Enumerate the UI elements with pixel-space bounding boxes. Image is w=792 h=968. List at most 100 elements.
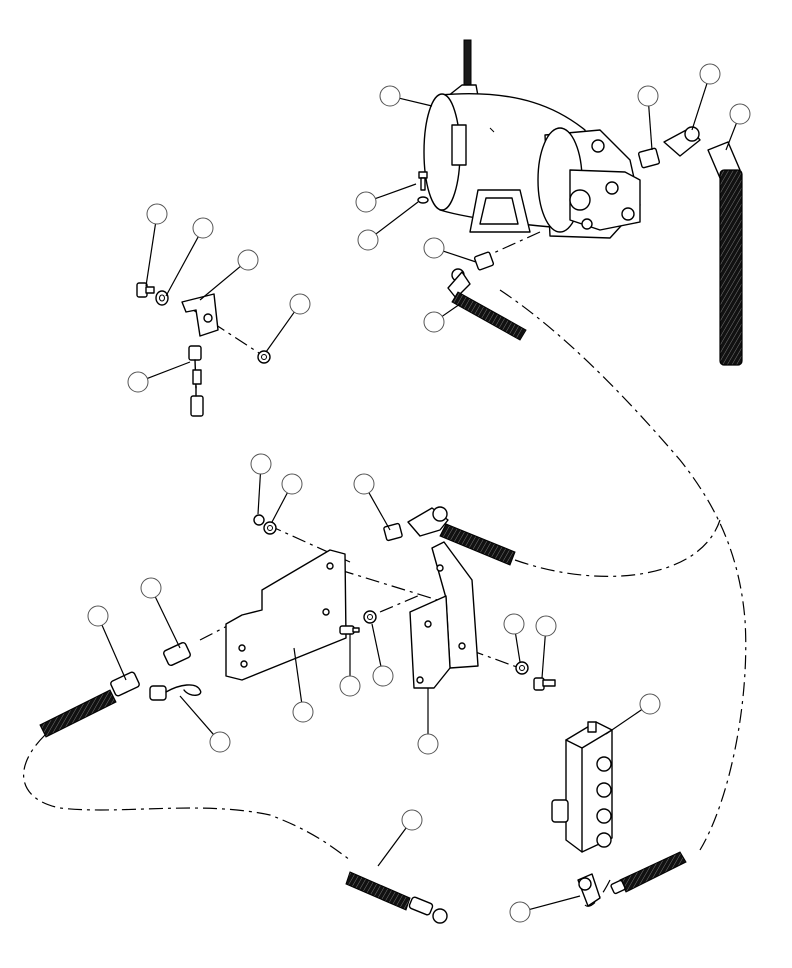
callout-19 [179, 695, 231, 753]
callout-circle [140, 577, 162, 599]
callout-circle [146, 203, 168, 225]
callout-circle [127, 371, 149, 393]
pump-outlet-fitting [637, 147, 661, 169]
callout-leader [529, 895, 581, 911]
callout-circle [729, 103, 751, 125]
callout-24 [503, 613, 525, 663]
callout-circle [289, 293, 311, 315]
callout-circle [292, 701, 314, 723]
manifold-hose [610, 851, 687, 895]
callout-17 [140, 577, 181, 649]
callout-circle [423, 311, 445, 333]
callout-circle [417, 733, 439, 755]
callout-9 [145, 203, 168, 287]
callout-7 [423, 237, 477, 263]
callout-leader [605, 709, 643, 735]
callout-circle [353, 473, 375, 495]
callout-circle [372, 665, 394, 687]
callout-leader [377, 827, 407, 867]
plate-nut [253, 514, 265, 526]
callout-leader [371, 623, 382, 667]
bracket-bolt [533, 677, 556, 691]
callout-leader [101, 624, 127, 681]
mounting-plate [225, 549, 347, 681]
callout-leader [514, 633, 521, 663]
pump-elbow-fitting [663, 126, 701, 157]
callout-leader [154, 596, 181, 649]
sensor-bracket [181, 293, 219, 337]
callout-leader [441, 303, 461, 317]
callout-circle [355, 191, 377, 213]
return-hose [345, 871, 448, 924]
callout-leader [271, 492, 288, 523]
angle-bracket [409, 541, 479, 689]
coupler-fitting [383, 522, 403, 542]
plate-washer [263, 521, 277, 535]
callout-leader [265, 311, 295, 353]
callout-leader [725, 123, 737, 151]
callout-25 [535, 615, 557, 679]
callout-leader [257, 473, 261, 515]
callout-2 [637, 85, 659, 151]
callout-leader [443, 250, 477, 263]
callout-circle [535, 615, 557, 637]
callout-circle [423, 237, 445, 259]
bracket-washer-lower [515, 661, 529, 675]
callout-27 [377, 809, 423, 867]
callout-circle [357, 229, 379, 251]
callout-leader [399, 97, 433, 107]
callout-circle [192, 217, 214, 239]
callout-circle [509, 901, 531, 923]
elbow-hose [407, 506, 516, 566]
callout-23 [417, 688, 439, 755]
suction-hose [447, 268, 527, 341]
callout-circle [637, 85, 659, 107]
callout-28 [509, 895, 581, 923]
callout-circle [339, 675, 361, 697]
callout-6 [357, 201, 419, 251]
callout-leader [293, 647, 303, 703]
sensor-washer [155, 290, 169, 306]
callout-circle [699, 63, 721, 85]
callout-16 [353, 473, 391, 531]
pump-inlet-fitting [473, 251, 495, 271]
callout-26 [605, 693, 661, 735]
callout-15 [271, 473, 303, 523]
plate-bolt [339, 625, 360, 635]
callout-layer [87, 63, 751, 923]
callout-5 [355, 183, 417, 213]
quick-coupler [110, 641, 191, 697]
callout-13 [127, 361, 191, 393]
callout-leader [199, 265, 241, 301]
distribution-manifold [551, 721, 613, 853]
sensor-switch [188, 345, 204, 417]
callout-leader [147, 361, 191, 379]
callout-circle [209, 731, 231, 753]
callout-circle [281, 473, 303, 495]
dust-cap [149, 684, 202, 701]
callout-4 [725, 103, 751, 151]
connection-lines [23, 197, 747, 907]
callout-8 [423, 303, 461, 333]
coupler-hose [39, 689, 117, 738]
callout-1 [379, 85, 433, 107]
callout-leader [375, 183, 417, 200]
callout-10 [165, 217, 214, 297]
callout-22 [371, 623, 394, 687]
callout-14 [250, 453, 272, 515]
callout-leader [691, 83, 708, 131]
callout-20 [292, 647, 314, 723]
callout-18 [87, 605, 127, 681]
callout-leader [375, 201, 419, 235]
callout-leader [145, 223, 157, 287]
callout-21 [339, 634, 361, 697]
callout-leader [648, 105, 653, 151]
callout-leader [368, 492, 391, 531]
callout-leader [541, 635, 546, 679]
callout-circle [401, 809, 423, 831]
callout-circle [503, 613, 525, 635]
callout-12 [265, 293, 311, 353]
motor-mount-washer [417, 196, 429, 204]
callout-leader [179, 695, 214, 735]
